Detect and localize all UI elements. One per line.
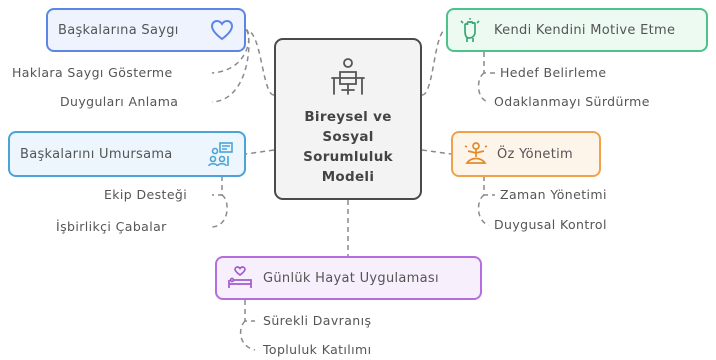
leaf-maintaining-focus: Odaklanmayı Sürdürme — [494, 94, 650, 109]
branch-label: Başkalarını Umursama — [20, 146, 173, 162]
branch-caring-others: Başkalarını Umursama — [8, 131, 246, 177]
branch-label: Kendi Kendini Motive Etme — [494, 22, 676, 38]
branch-daily-life: Günlük Hayat Uygulaması — [215, 256, 482, 300]
team-whiteboard-icon — [208, 142, 233, 167]
leaf-team-support: Ekip Desteği — [104, 187, 188, 202]
leaf-continuous-behavior: Sürekli Davranış — [263, 313, 372, 328]
person-at-desk-icon — [331, 58, 365, 95]
branch-respect-others: Başkalarına Saygı — [46, 8, 246, 52]
branch-self-motivation: Kendi Kendini Motive Etme — [446, 8, 708, 52]
branch-label: Öz Yönetim — [497, 146, 573, 162]
meditation-icon — [464, 142, 488, 164]
branch-label: Başkalarına Saygı — [58, 22, 179, 38]
leaf-time-management: Zaman Yönetimi — [500, 187, 607, 202]
central-title: Bireysel ve Sosyal Sorumluluk Modeli — [303, 109, 393, 185]
central-node: Bireysel ve Sosyal Sorumluluk Modeli — [274, 38, 422, 200]
branch-self-management: Öz Yönetim — [451, 131, 601, 177]
leaf-collaborative-efforts: İşbirlikçi Çabalar — [56, 219, 167, 234]
branch-label: Günlük Hayat Uygulaması — [263, 270, 439, 286]
bed-heart-icon — [228, 266, 252, 288]
heart-icon — [210, 19, 234, 41]
leaf-goal-setting: Hedef Belirleme — [500, 65, 607, 80]
leaf-respect-rights: Haklara Saygı Gösterme — [12, 65, 173, 80]
raised-fist-icon — [460, 18, 480, 42]
leaf-understanding-feelings: Duyguları Anlama — [60, 94, 179, 109]
leaf-community-participation: Topluluk Katılımı — [263, 342, 372, 357]
leaf-emotional-control: Duygusal Kontrol — [494, 217, 607, 232]
